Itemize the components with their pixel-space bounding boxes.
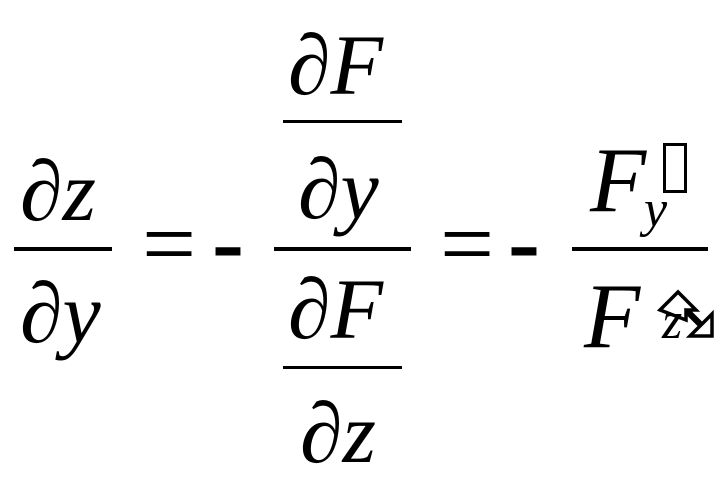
lhs-numerator: ∂z bbox=[20, 143, 96, 239]
minus-sign-2: - bbox=[508, 188, 540, 295]
lhs-fraction-bar bbox=[14, 247, 112, 251]
minus-sign-1: - bbox=[212, 188, 244, 295]
lhs-denominator: ∂y bbox=[20, 265, 101, 361]
middle-main-fraction-bar bbox=[274, 247, 411, 251]
middle-bottom-denominator: ∂z bbox=[300, 385, 376, 481]
equals-sign-1: = bbox=[142, 190, 197, 297]
rhs-numerator-base: F bbox=[590, 129, 647, 231]
middle-top-numerator: ∂F bbox=[288, 17, 384, 113]
rhs-fraction-bar bbox=[572, 247, 708, 251]
middle-top-inner-bar bbox=[283, 120, 402, 123]
middle-top-denominator: ∂y bbox=[298, 141, 379, 237]
rhs-denominator-subscript: z bbox=[662, 293, 683, 350]
equals-sign-2: = bbox=[440, 190, 495, 297]
prime-arrow-glyph-icon bbox=[656, 289, 714, 338]
rhs-numerator-subscript: y bbox=[644, 181, 668, 238]
prime-placeholder-icon bbox=[663, 143, 687, 193]
middle-bottom-numerator: ∂F bbox=[288, 261, 384, 357]
rhs-denominator-base: F bbox=[584, 265, 641, 367]
middle-bottom-inner-bar bbox=[283, 366, 402, 369]
